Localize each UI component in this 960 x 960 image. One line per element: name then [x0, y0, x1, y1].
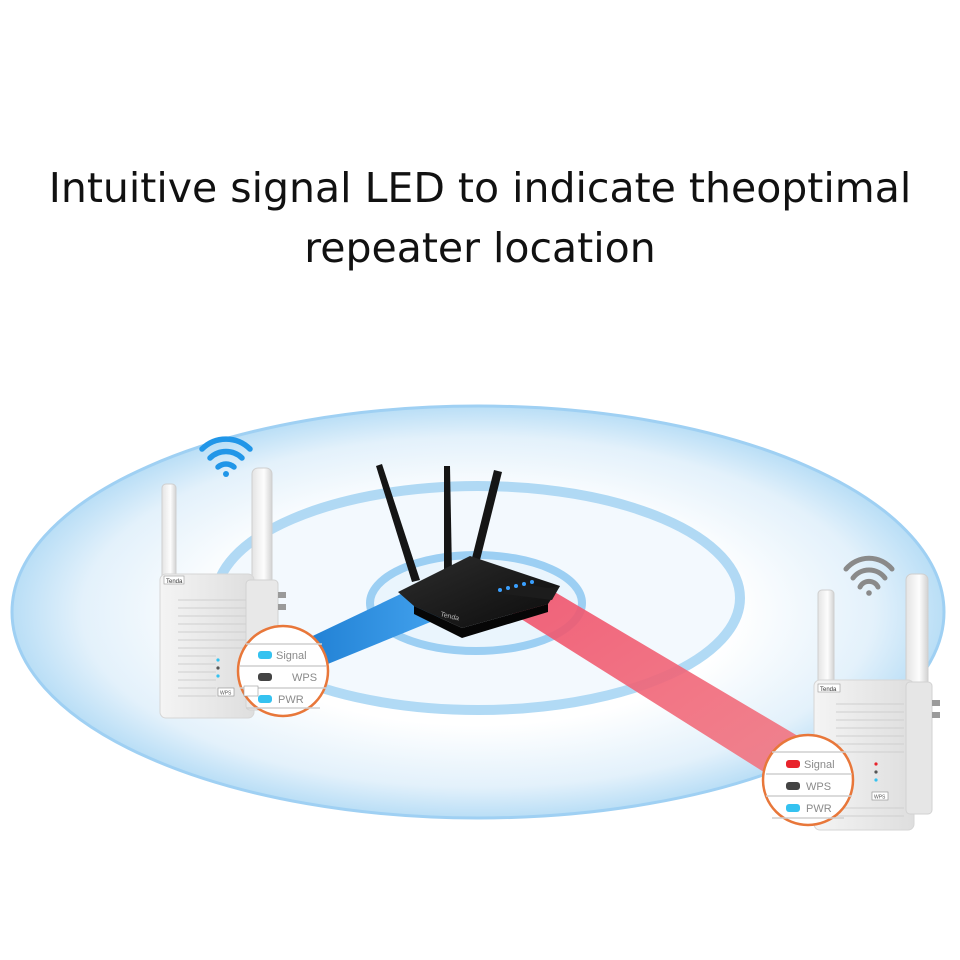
left-repeater-brand: Tenda	[166, 579, 183, 585]
right-signal-led-label: Signal	[804, 759, 835, 771]
left-wps-led-label: WPS	[292, 672, 317, 684]
left-pwr-led	[258, 695, 272, 703]
left-pwr-led-label: PWR	[278, 694, 304, 706]
right-signal-led	[786, 760, 800, 768]
headline-line-2: repeater location	[304, 224, 656, 272]
left-repeater-wps-button-label: WPS	[220, 691, 232, 697]
right-wps-led-label: WPS	[806, 781, 831, 793]
wifi-strong-icon	[199, 436, 253, 477]
right-wps-led	[786, 782, 800, 790]
router-brand: Tenda	[440, 611, 460, 622]
left-signal-led-label: Signal	[276, 650, 307, 662]
left-signal-led	[258, 651, 272, 659]
headline: Intuitive signal LED to indicate theopti…	[0, 158, 960, 278]
right-pwr-led	[786, 804, 800, 812]
right-repeater-brand: Tenda	[820, 687, 837, 693]
right-repeater-wps-button-label: WPS	[874, 795, 886, 801]
left-wps-led	[258, 673, 272, 681]
left-led-magnifier: Signal WPS PWR	[236, 624, 330, 718]
right-led-magnifier: Signal WPS PWR	[761, 733, 855, 827]
router: Tenda	[376, 464, 560, 638]
left-repeater: Tenda WPS	[159, 467, 286, 719]
headline-line-1: Intuitive signal LED to indicate theopti…	[48, 164, 912, 212]
wifi-weak-icon	[843, 555, 895, 596]
right-pwr-led-label: PWR	[806, 803, 832, 815]
red-signal-link	[510, 588, 808, 786]
